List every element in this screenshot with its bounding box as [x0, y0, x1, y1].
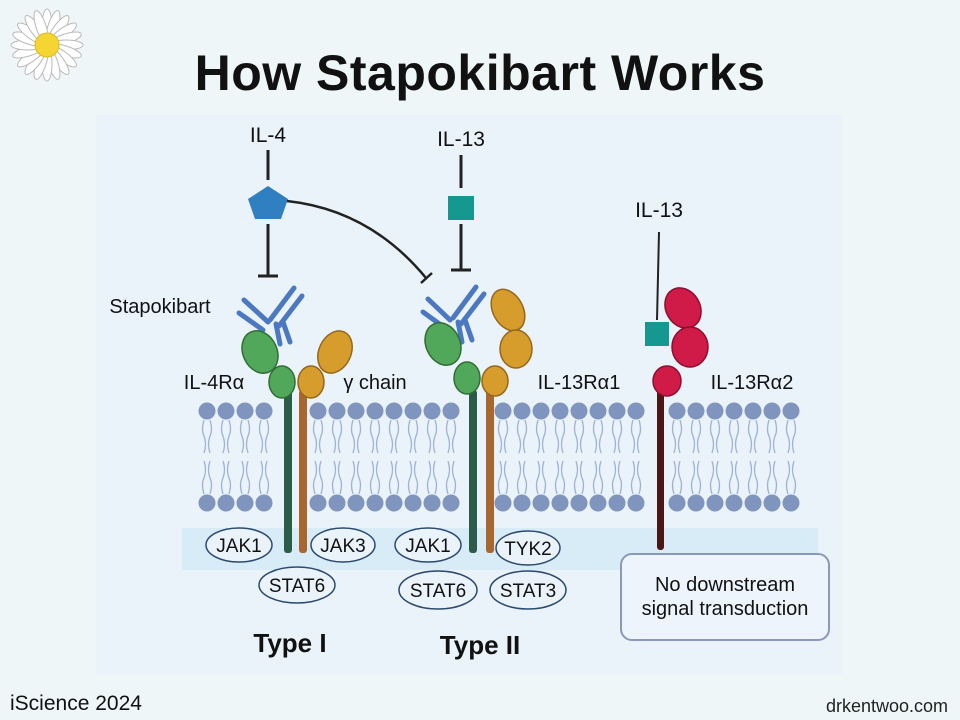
jak1-type1-node: JAK1 [205, 527, 273, 563]
svg-text:JAK3: JAK3 [320, 536, 365, 557]
il13ra1-label: IL-13Rα1 [538, 372, 621, 394]
type1-label: Type I [253, 628, 326, 658]
page-title: How Stapokibart Works [194, 45, 766, 101]
website-link[interactable]: drkentwoo.com [825, 696, 948, 716]
no-signal-line2: signal transduction [641, 598, 809, 620]
il13-type2-label: IL-13 [437, 128, 485, 151]
il13ra2-label: IL-13Rα2 [711, 372, 794, 394]
tyk2-node: TYK2 [495, 530, 561, 566]
stapokibart-label: Stapokibart [109, 296, 211, 318]
no-signal-line1: No downstream [654, 574, 796, 596]
no-signal-box: No downstream signal transduction [620, 553, 830, 641]
svg-text:JAK1: JAK1 [216, 536, 261, 557]
stat6-type2-node: STAT6 [398, 570, 478, 610]
type2-label: Type II [440, 630, 520, 660]
curve-inhibit-bar [420, 272, 433, 284]
il13ra1-receptor [481, 288, 533, 553]
il13-decoy-square-icon [645, 322, 669, 346]
stapokibart-antibody-type1-icon [236, 285, 305, 347]
stat6-type1-node: STAT6 [258, 566, 336, 604]
jak1-type2-node: JAK1 [394, 527, 462, 563]
il13-square-icon [448, 196, 474, 220]
il13-decoy-label: IL-13 [635, 199, 683, 222]
jak3-node: JAK3 [310, 527, 376, 563]
il4-label: IL-4 [250, 124, 287, 147]
il13-decoy-stem [656, 231, 660, 321]
source-citation: iScience 2024 [10, 692, 142, 715]
gamma-chain-label: γ chain [343, 372, 406, 394]
svg-text:JAK1: JAK1 [405, 536, 450, 557]
il13ra2-receptor [652, 287, 709, 550]
il4ra-type2-receptor [424, 322, 481, 553]
cell-membrane [198, 402, 800, 512]
svg-text:TYK2: TYK2 [504, 539, 552, 560]
stat3-node: STAT3 [489, 570, 567, 610]
il4-to-type2-curve [286, 199, 427, 279]
svg-text:STAT6: STAT6 [410, 581, 466, 602]
il4ra-label: IL-4Rα [184, 372, 244, 394]
il4ra-receptor [241, 330, 296, 553]
daisy-logo-icon [10, 8, 84, 82]
svg-text:STAT3: STAT3 [500, 581, 556, 602]
il4-pentagon-icon [248, 186, 288, 219]
svg-text:STAT6: STAT6 [269, 576, 325, 597]
gamma-chain-receptor [297, 330, 353, 553]
